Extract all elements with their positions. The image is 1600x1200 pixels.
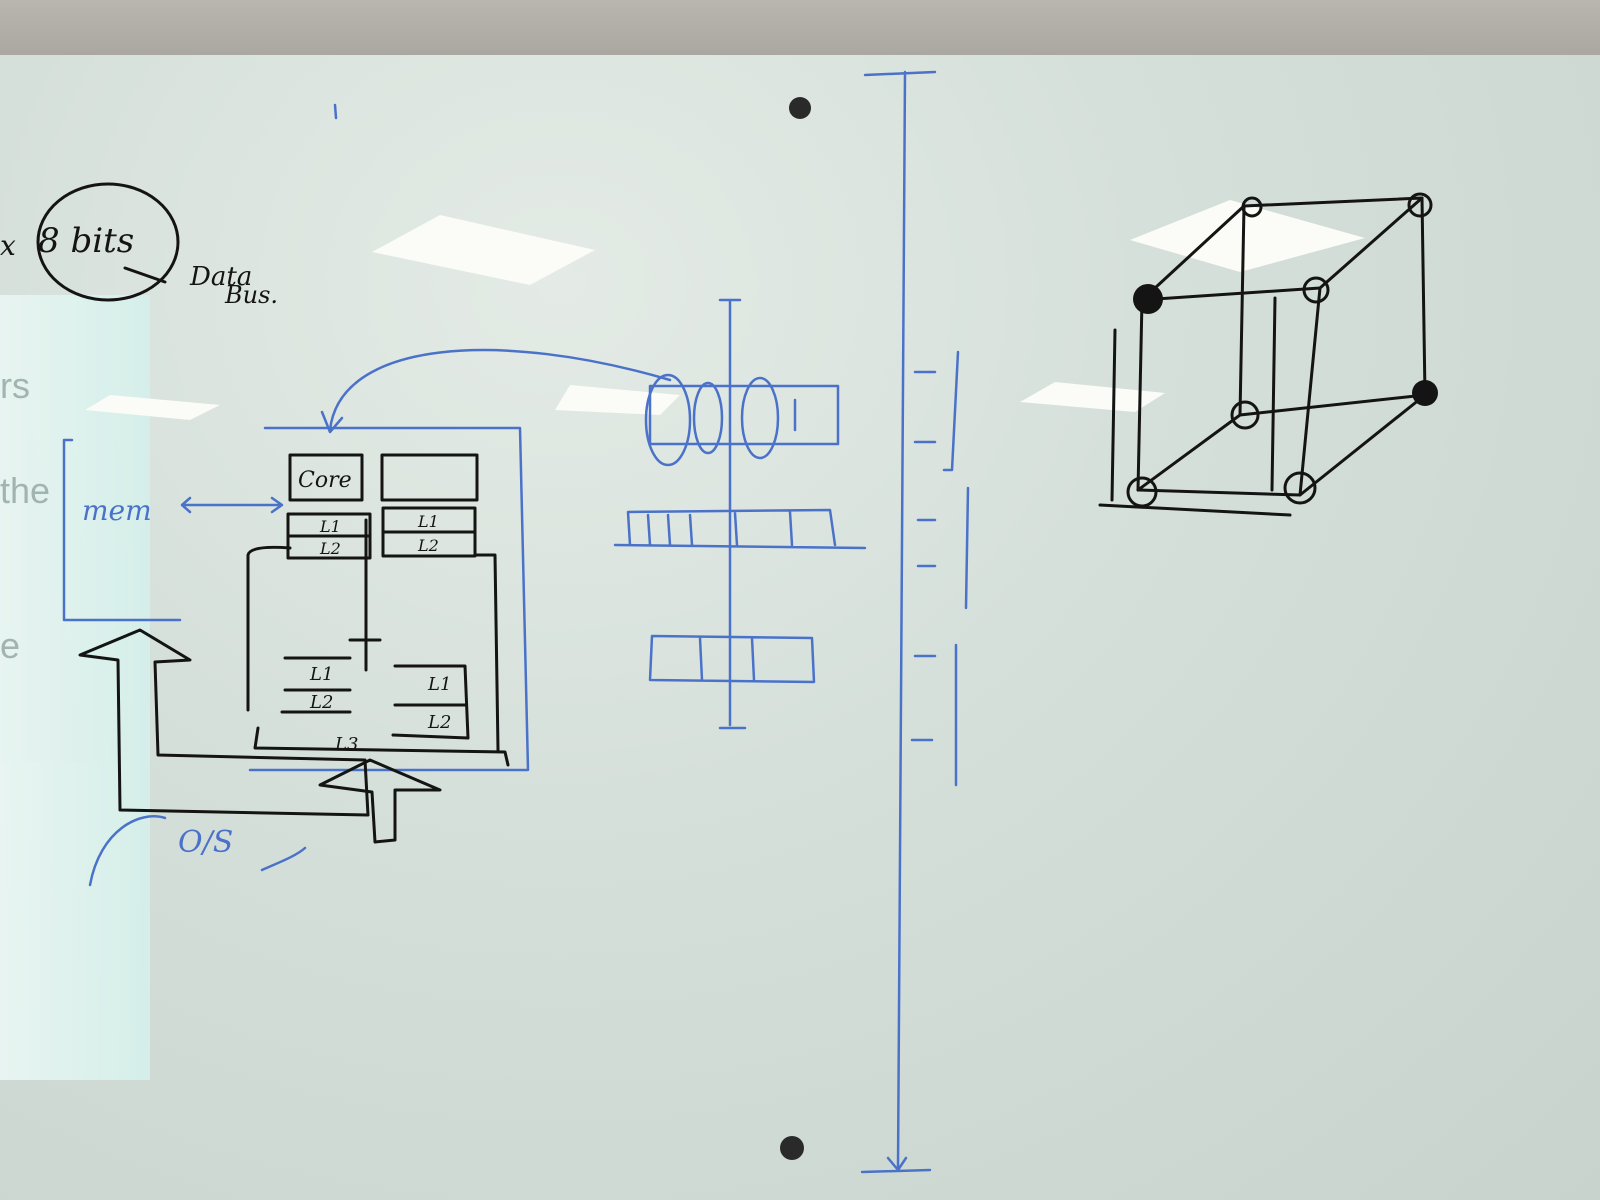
light-reflection	[85, 395, 220, 420]
feedback-arc	[328, 348, 672, 432]
axis-ticks	[910, 370, 937, 742]
arrowhead	[320, 410, 344, 434]
note-core: Core	[298, 468, 352, 493]
tick-mark	[333, 103, 338, 120]
cpu-outline	[246, 545, 500, 752]
cube-node	[1126, 476, 1158, 508]
label-l1: L1	[309, 664, 333, 685]
mem-bracket	[62, 438, 182, 622]
cpu-outline-blue	[248, 426, 530, 772]
label-l3: L3	[334, 734, 358, 755]
hollow-arrow	[318, 758, 442, 844]
light-reflection	[1130, 200, 1365, 272]
core-box	[288, 453, 364, 502]
note-data: Data	[189, 262, 252, 292]
bar-segment	[648, 634, 816, 684]
long-axis	[860, 70, 937, 1174]
cube-edges	[1098, 296, 1292, 517]
l3-outline	[253, 726, 510, 767]
light-reflection	[1020, 382, 1165, 412]
light-reflection	[372, 215, 595, 285]
cache-box	[391, 664, 470, 740]
note-bits: 8 bits	[38, 221, 134, 261]
label-l2: L2	[319, 539, 341, 558]
circle-mark	[36, 182, 180, 302]
label-l2: L2	[309, 692, 333, 713]
note-mem: mem	[82, 494, 152, 527]
bar-segment	[613, 508, 867, 550]
hollow-arrow	[78, 628, 370, 817]
axis-line	[718, 298, 747, 730]
magnet	[780, 1136, 804, 1160]
bar-segment	[648, 384, 840, 446]
core-box	[380, 453, 479, 502]
dash-mark	[123, 266, 167, 284]
cube-node	[1407, 192, 1433, 218]
ring	[740, 376, 780, 460]
projection-text-1: rs	[0, 365, 30, 406]
cube-node	[1302, 276, 1330, 304]
cube-node	[1133, 284, 1163, 314]
ring	[692, 381, 724, 455]
cube-node	[1412, 380, 1438, 406]
label-l1: L1	[417, 512, 439, 531]
projection-text-2: the	[0, 470, 51, 511]
label-l2: L2	[417, 536, 439, 555]
projector-light: rs the e	[0, 295, 150, 1080]
label-l1: L1	[427, 674, 451, 695]
cube-node	[1230, 400, 1260, 430]
note-times: x	[0, 229, 16, 262]
cache-lines	[280, 656, 352, 714]
magnet	[789, 97, 811, 119]
projection-text-3: e	[0, 625, 21, 666]
cube-hidden-edges	[1136, 204, 1427, 492]
cube-node	[1283, 471, 1317, 505]
note-os: O/S	[178, 825, 233, 860]
light-reflection	[555, 385, 680, 415]
wall	[0, 0, 1600, 60]
mem-arrow	[180, 496, 284, 514]
cube-node	[1241, 196, 1263, 218]
cube-front-face	[1136, 286, 1322, 497]
l2-box	[381, 530, 477, 558]
axis-brackets	[942, 350, 970, 787]
label-l1: L1	[319, 517, 341, 536]
ring	[644, 373, 692, 467]
os-curves	[88, 815, 307, 887]
note-bus: Bus.	[224, 281, 278, 309]
bus-line	[348, 518, 382, 672]
label-l2: L2	[427, 712, 451, 733]
